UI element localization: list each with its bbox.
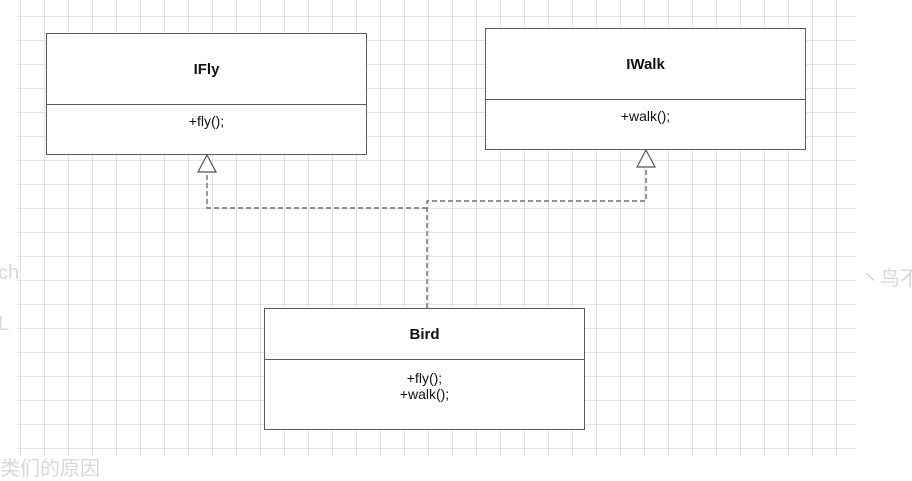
hollow-triangle-iwalk-icon: [636, 148, 656, 168]
dashed-line-to-iwalk: [426, 167, 647, 308]
background-text-right: 丶鸟不: [860, 268, 912, 290]
class-box-ifly[interactable]: IFly +fly();: [46, 33, 367, 155]
class-name-ifly: IFly: [47, 34, 366, 105]
class-name-bird: Bird: [265, 309, 584, 360]
operation-fly: +fly();: [188, 113, 225, 129]
operation-walk: +walk();: [620, 108, 671, 124]
background-text-left-2: L: [0, 313, 10, 335]
class-box-bird[interactable]: Bird +fly(); +walk();: [264, 308, 585, 430]
hollow-triangle-ifly-icon: [197, 153, 217, 173]
class-operations-ifly: +fly();: [47, 105, 366, 154]
class-operations-bird: +fly(); +walk();: [265, 360, 584, 429]
realization-edge-bird-ifly: [197, 153, 427, 209]
dashed-line-to-ifly: [206, 172, 427, 209]
realization-edge-bird-iwalk: [426, 148, 656, 308]
class-operations-iwalk: +walk();: [486, 100, 805, 149]
background-text-bottom: 类们的原因: [0, 458, 100, 480]
operation-walk: +walk();: [399, 386, 450, 402]
operation-fly: +fly();: [406, 370, 443, 386]
class-box-iwalk[interactable]: IWalk +walk();: [485, 28, 806, 150]
background-text-left-1: ch: [0, 262, 20, 284]
class-name-iwalk: IWalk: [486, 29, 805, 100]
